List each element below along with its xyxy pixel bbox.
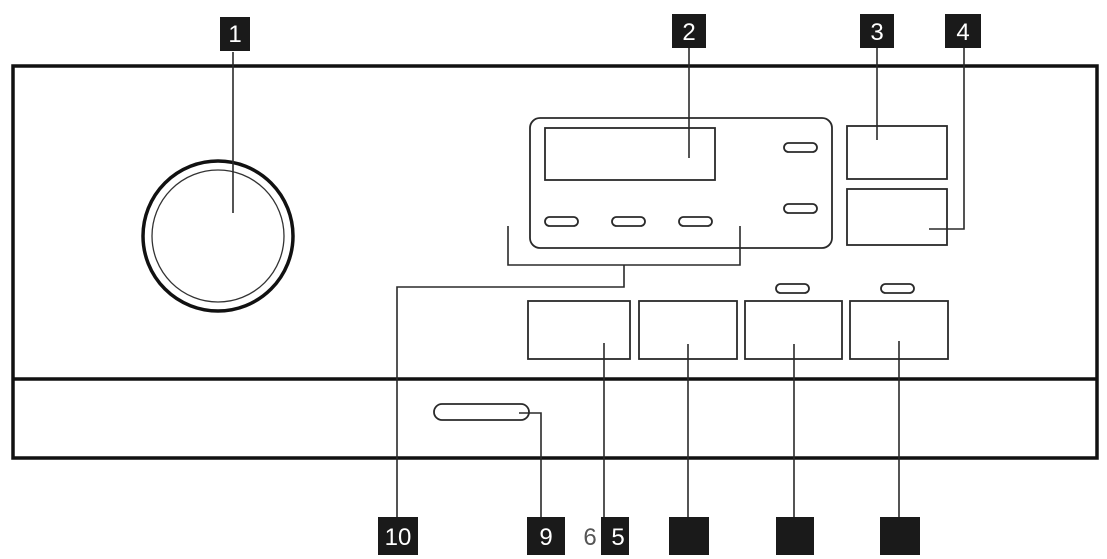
- callout-5-label: 5: [611, 524, 624, 551]
- callout-9: 9: [527, 517, 565, 555]
- leader-line-10-bracket: [507, 226, 741, 266]
- callout-blank-1: [669, 517, 709, 555]
- callout-3-label: 3: [870, 19, 883, 46]
- option-button-3-indicator-light: [775, 283, 810, 294]
- callout-9-label: 9: [539, 524, 552, 551]
- callout-6-label: 6: [583, 524, 596, 551]
- callout-10: 10: [378, 517, 418, 555]
- program-selector-knob[interactable]: [141, 159, 295, 313]
- display-screen: [544, 127, 716, 181]
- callout-blank-3: [880, 517, 920, 555]
- option-button-4-indicator-light: [880, 283, 915, 294]
- callout-4: 4: [945, 14, 981, 48]
- control-panel-outline: [11, 64, 1099, 460]
- display-module: [529, 117, 833, 249]
- callout-5-6: 6 5: [583, 517, 629, 555]
- display-indicator-light-2: [611, 216, 646, 227]
- callout-3: 3: [860, 14, 894, 48]
- callout-blank-2: [776, 517, 814, 555]
- start-pause-button[interactable]: [846, 125, 948, 180]
- callout-2-label: 2: [682, 19, 695, 46]
- display-side-indicator-bottom: [783, 203, 818, 214]
- program-selector-knob-inner-ring: [151, 169, 285, 303]
- leader-line-10: [396, 265, 625, 517]
- callout-1-label: 1: [228, 21, 241, 48]
- leader-line-9: [519, 412, 542, 517]
- small-indicator-slot: [433, 403, 530, 421]
- display-side-indicator-top: [783, 142, 818, 153]
- callout-1: 1: [220, 17, 250, 51]
- display-indicator-light-1: [544, 216, 579, 227]
- callout-2: 2: [672, 14, 706, 48]
- callout-4-label: 4: [956, 19, 969, 46]
- option-button-1[interactable]: [527, 300, 631, 360]
- callout-10-label: 10: [385, 524, 412, 551]
- leader-line-4: [929, 48, 965, 230]
- display-indicator-light-3: [678, 216, 713, 227]
- power-button[interactable]: [846, 188, 948, 246]
